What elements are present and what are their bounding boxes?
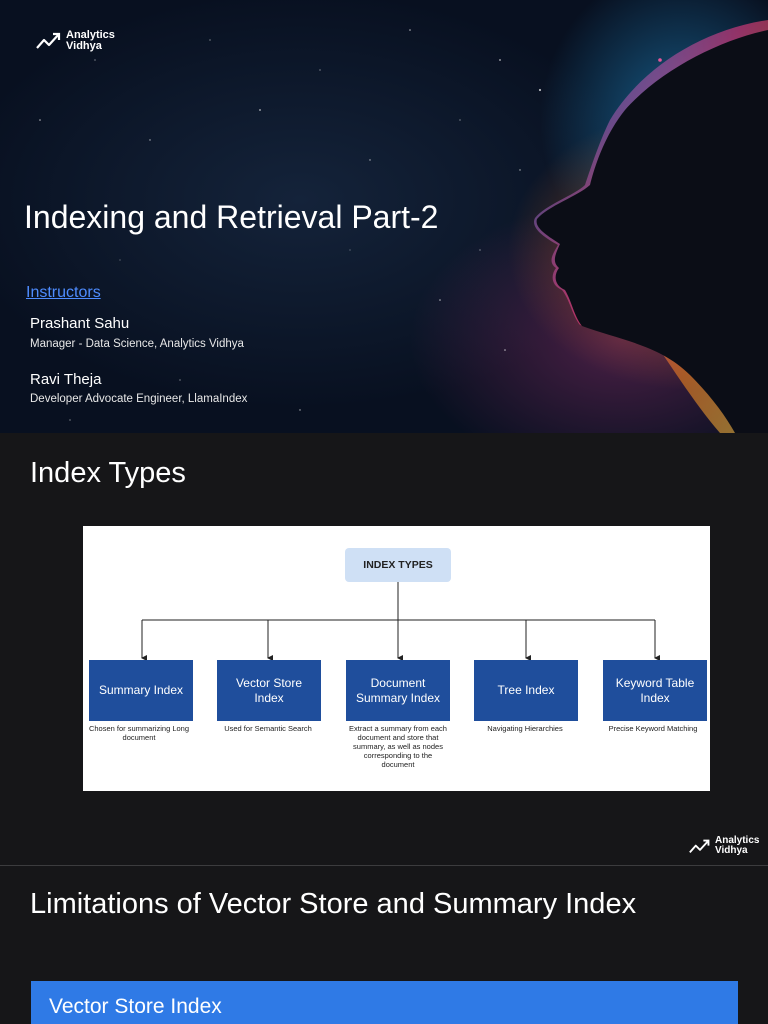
analytics-vidhya-logo: Analytics Vidhya (36, 30, 115, 52)
node-description: Precise Keyword Matching (608, 724, 698, 733)
node-description: Extract a summary from each document and… (349, 724, 447, 769)
root-node: INDEX TYPES (345, 548, 451, 582)
index-types-diagram: INDEX TYPES Summary Index Vector Store I… (83, 526, 710, 791)
trend-arrow-icon (36, 32, 61, 49)
slide-title: Indexing and Retrieval Part-2 (24, 199, 439, 235)
instructor-name: Ravi Theja (30, 371, 102, 388)
section-header-bar: Vector Store Index (31, 981, 738, 1024)
analytics-vidhya-logo: Analytics Vidhya (689, 836, 759, 856)
slide-title: Limitations of Vector Store and Summary … (30, 888, 637, 920)
node-description: Chosen for summarizing Long document (88, 724, 190, 742)
logo-text: Analytics Vidhya (66, 29, 115, 52)
slide-title: Index Types (30, 457, 186, 489)
vector-store-index-node: Vector Store Index (217, 660, 321, 721)
keyword-table-index-node: Keyword Table Index (603, 660, 707, 721)
section-header-label: Vector Store Index (49, 995, 222, 1018)
tree-index-node: Tree Index (474, 660, 578, 721)
instructor-role: Manager - Data Science, Analytics Vidhya (30, 338, 244, 350)
index-types-slide: Index Types INDEX TYPES (0, 433, 768, 866)
logo-text: Analytics Vidhya (715, 835, 760, 856)
instructor-name: Prashant Sahu (30, 315, 130, 332)
title-slide: Analytics Vidhya Indexing and Retrieval … (0, 0, 768, 433)
document-summary-index-node: Document Summary Index (346, 660, 450, 721)
node-description: Used for Semantic Search (224, 724, 312, 733)
instructors-link[interactable]: Instructors (26, 284, 101, 301)
diagram-connectors (141, 582, 660, 661)
face-silhouette-illustration (534, 20, 768, 433)
node-description: Navigating Hierarchies (487, 724, 563, 733)
trend-arrow-icon (689, 839, 710, 853)
summary-index-node: Summary Index (89, 660, 193, 721)
slide-divider (0, 865, 768, 866)
instructor-role: Developer Advocate Engineer, LlamaIndex (30, 393, 248, 405)
limitations-slide: Limitations of Vector Store and Summary … (0, 866, 768, 1024)
